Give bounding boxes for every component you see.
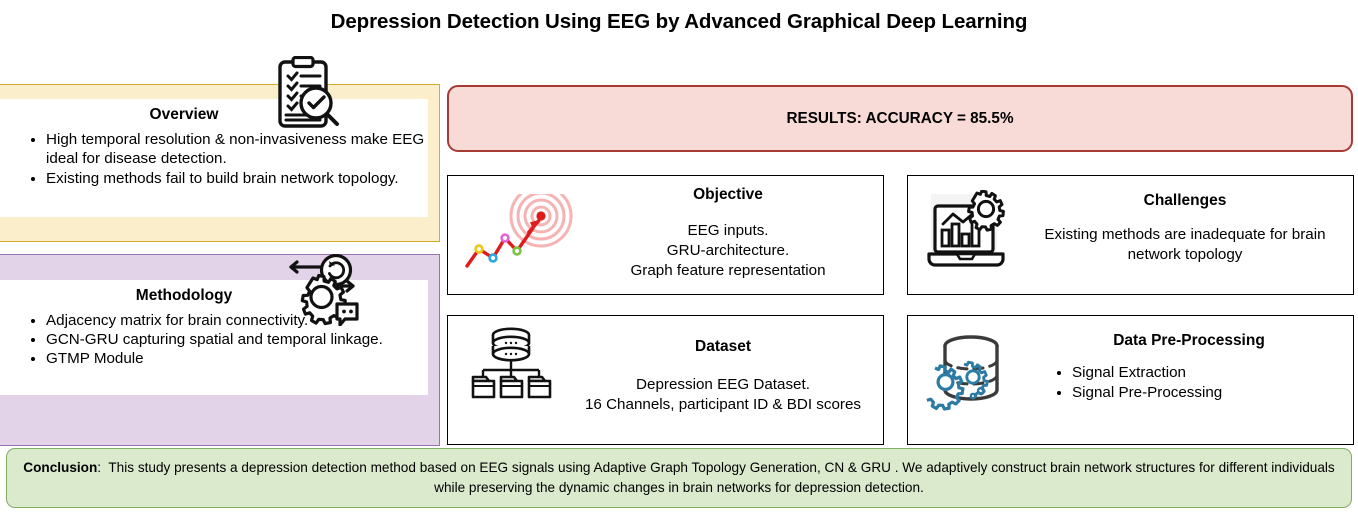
conclusion-banner: Conclusion: This study presents a depres… bbox=[6, 448, 1352, 508]
page-title: Depression Detection Using EEG by Advanc… bbox=[330, 10, 1028, 33]
overview-inner-card: Overview High temporal resolution & non-… bbox=[0, 99, 428, 217]
target-trendline-icon bbox=[456, 192, 580, 282]
dataset-line: 16 Channels, participant ID & BDI scores bbox=[584, 396, 862, 414]
methodology-heading: Methodology bbox=[135, 287, 233, 304]
list-item: Signal Extraction bbox=[1072, 363, 1344, 382]
conclusion-separator: : bbox=[97, 459, 102, 475]
preprocessing-bullet-list: Signal Extraction Signal Pre-Processing bbox=[1034, 363, 1344, 402]
methodology-inner-card: Methodology Adjacency matrix for brain c… bbox=[0, 280, 428, 395]
objective-lines: EEG inputs. GRU-architecture. Graph feat… bbox=[578, 221, 878, 282]
objective-line: Graph feature representation bbox=[630, 262, 826, 280]
conclusion-label: Conclusion bbox=[23, 459, 98, 475]
methodology-bullet-list: Adjacency matrix for brain connectivity.… bbox=[0, 311, 428, 368]
clipboard-checklist-magnifier-icon bbox=[268, 55, 342, 137]
preprocessing-title: Data Pre-Processing bbox=[1113, 332, 1265, 349]
preprocessing-card: Data Pre-Processing Signal Extraction Si… bbox=[907, 315, 1354, 445]
overview-bullet-list: High temporal resolution & non-invasiven… bbox=[0, 130, 428, 188]
overview-panel: Overview High temporal resolution & non-… bbox=[0, 84, 440, 242]
dataset-line: Depression EEG Dataset. bbox=[636, 376, 810, 393]
dataset-title: Dataset bbox=[695, 338, 751, 355]
methodology-panel: Methodology Adjacency matrix for brain c… bbox=[0, 254, 440, 446]
list-item: GCN-GRU capturing spatial and temporal l… bbox=[46, 330, 428, 349]
results-banner: RESULTS: ACCURACY = 85.5% bbox=[447, 85, 1353, 152]
objective-card: Objective EEG inputs. GRU-architecture. … bbox=[447, 175, 884, 295]
objective-line: EEG inputs. bbox=[687, 222, 769, 239]
list-item: High temporal resolution & non-invasiven… bbox=[46, 130, 428, 168]
database-gears-icon bbox=[914, 328, 1024, 414]
overview-heading: Overview bbox=[149, 106, 219, 123]
conclusion-text: Conclusion: This study presents a depres… bbox=[23, 458, 1335, 499]
objective-title: Objective bbox=[693, 186, 763, 203]
dataset-lines: Depression EEG Dataset. 16 Channels, par… bbox=[568, 375, 878, 415]
list-item: Existing methods fail to build brain net… bbox=[46, 169, 428, 188]
list-item: Signal Pre-Processing bbox=[1072, 383, 1344, 402]
challenges-title: Challenges bbox=[1143, 192, 1227, 209]
database-folders-icon bbox=[456, 324, 566, 404]
list-item: GTMP Module bbox=[46, 349, 428, 368]
challenges-card: Challenges Existing methods are inadequa… bbox=[907, 175, 1354, 295]
results-label: RESULTS: ACCURACY = 85.5% bbox=[786, 109, 1014, 127]
laptop-chart-gear-icon bbox=[914, 188, 1024, 284]
objective-line: GRU-architecture. bbox=[666, 242, 790, 260]
dataset-card: Dataset Depression EEG Dataset. 16 Chann… bbox=[447, 315, 884, 445]
conclusion-body: This study presents a depression detecti… bbox=[108, 459, 1335, 495]
list-item: Adjacency matrix for brain connectivity. bbox=[46, 311, 428, 330]
challenges-body: Existing methods are inadequate for brai… bbox=[1044, 226, 1326, 264]
gear-refresh-chat-icon bbox=[283, 253, 359, 331]
